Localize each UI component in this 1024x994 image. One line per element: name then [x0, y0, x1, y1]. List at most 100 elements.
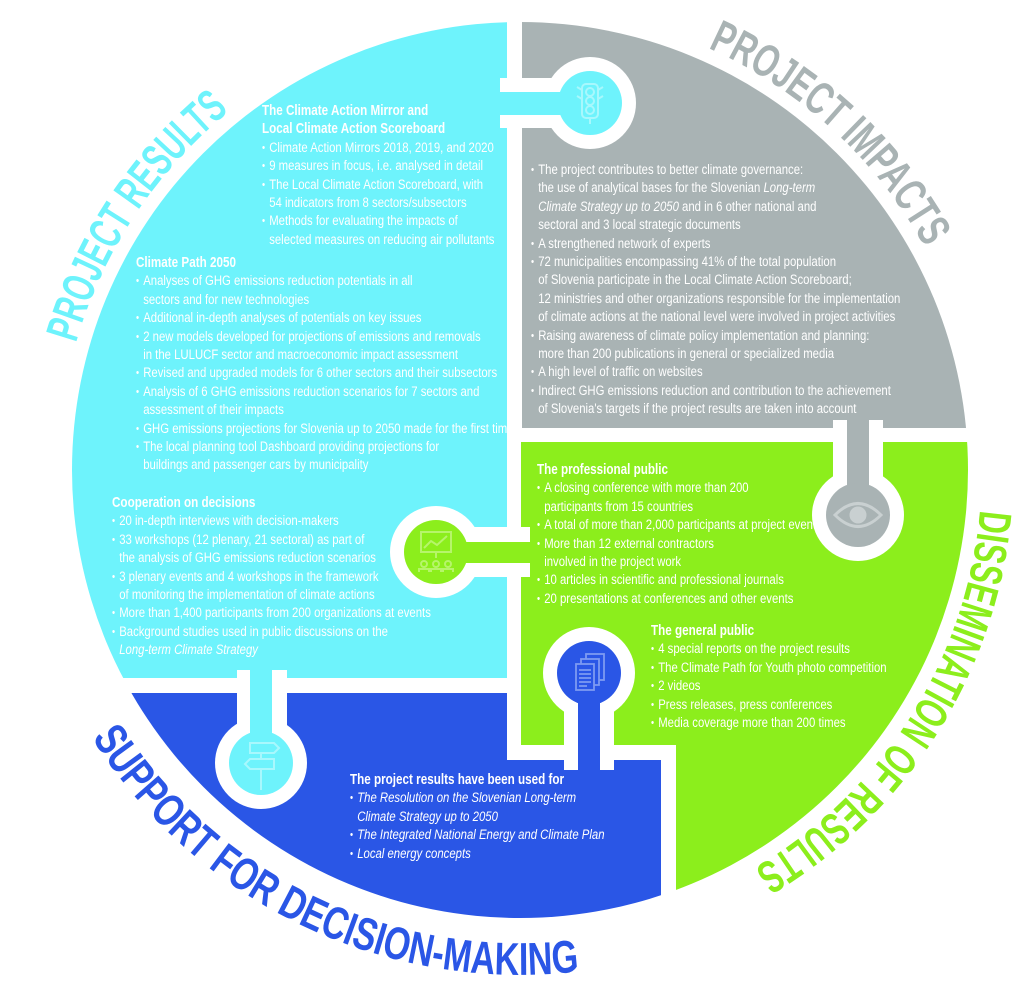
- block-heading: Climate Path 2050: [136, 255, 236, 271]
- bullet-line: 2 new models developed for projections o…: [143, 328, 481, 345]
- bullet-line: 20 in-depth interviews with decision-mak…: [119, 513, 339, 530]
- bullet-item: GHG emissions projections for Slovenia u…: [136, 420, 514, 439]
- bullet-line: A closing conference with more than 200: [544, 480, 749, 497]
- text-segment: Climate Strategy up to 2050: [538, 198, 679, 215]
- professional-public-block: The professional publicA closing confere…: [537, 461, 822, 609]
- bullet-item: 4 special reports on the project results: [651, 640, 887, 659]
- bullet-item: 20 in-depth interviews with decision-mak…: [112, 512, 431, 531]
- bullet-line: of climate actions at the national level…: [538, 309, 896, 326]
- bullet-line: 4 special reports on the project results: [658, 641, 850, 658]
- bullet-item: 2 new models developed for projections o…: [136, 328, 514, 365]
- bullet-line: 54 indicators from 8 sectors/subsectors: [269, 195, 467, 212]
- bullet-item: More than 1,400 participants from 200 or…: [112, 604, 431, 623]
- bullet-line: A total of more than 2,000 participants …: [544, 517, 822, 534]
- text-segment: Climate Strategy up to 2050: [357, 808, 498, 825]
- traffic-light-icon: [576, 83, 604, 124]
- bullet-line: Media coverage more than 200 times: [658, 715, 846, 732]
- bullet-line: The Integrated National Energy and Clima…: [357, 826, 604, 844]
- bullet-line: A high level of traffic on websites: [538, 364, 703, 381]
- bullet-line: 9 measures in focus, i.e. analysed in de…: [269, 158, 484, 175]
- bullet-item: Background studies used in public discus…: [112, 623, 431, 660]
- bullet-line: participants from 15 countries: [544, 498, 694, 515]
- bullet-line: the use of analytical bases for the Slov…: [538, 179, 900, 197]
- bullet-line: Long-term Climate Strategy: [119, 641, 431, 659]
- bullet-line: GHG emissions projections for Slovenia u…: [143, 420, 514, 437]
- bullet-item: Press releases, press conferences: [651, 696, 887, 715]
- bullet-line: The local planning tool Dashboard provid…: [143, 439, 440, 456]
- bullet-line: selected measures on reducing air pollut…: [269, 231, 495, 248]
- bullet-item: The local planning tool Dashboard provid…: [136, 438, 514, 475]
- bullet-line: 72 municipalities encompassing 41% of th…: [538, 254, 837, 271]
- bullet-line: 10 articles in scientific and profession…: [544, 572, 784, 589]
- bullet-item: The Integrated National Energy and Clima…: [350, 826, 605, 845]
- bullet-line: Raising awareness of climate policy impl…: [538, 327, 870, 344]
- bullet-item: 10 articles in scientific and profession…: [537, 571, 822, 590]
- bullet-line: Press releases, press conferences: [658, 696, 833, 713]
- bullet-item: A closing conference with more than 200p…: [537, 479, 822, 516]
- bullet-item: A total of more than 2,000 participants …: [537, 516, 822, 535]
- bullet-item: The Resolution on the Slovenian Long-ter…: [350, 789, 605, 826]
- documents-nub: [543, 627, 635, 770]
- bullet-item: Analysis of 6 GHG emissions reduction sc…: [136, 383, 514, 420]
- bullet-line: Climate Strategy up to 2050: [357, 808, 604, 826]
- bullet-line: 33 workshops (12 plenary, 21 sectoral) a…: [119, 531, 365, 548]
- bullet-item: 9 measures in focus, i.e. analysed in de…: [262, 157, 494, 176]
- bullet-line: of monitoring the implementation of clim…: [119, 587, 375, 604]
- bullet-item: Local energy concepts: [350, 845, 605, 864]
- bullet-line: Local energy concepts: [357, 845, 604, 863]
- block-heading: Cooperation on decisions: [112, 495, 256, 511]
- bullet-item: 20 presentations at conferences and othe…: [537, 590, 822, 609]
- climate-path-2050-block: Climate Path 2050Analyses of GHG emissio…: [136, 254, 514, 475]
- cooperation-block: Cooperation on decisions 20 in-depth inte…: [112, 494, 431, 660]
- documents-icon: [575, 653, 605, 691]
- block-heading: The professional public: [537, 462, 669, 478]
- eye-icon: [832, 502, 884, 528]
- bullet-item: The Climate Path for Youth photo competi…: [651, 659, 887, 678]
- signpost-nub: [215, 670, 307, 809]
- bullet-line: 3 plenary events and 4 workshops in the …: [119, 568, 379, 585]
- bullet-line: the analysis of GHG emissions reduction …: [119, 550, 376, 567]
- bullet-line: The Resolution on the Slovenian Long-ter…: [357, 789, 604, 807]
- bullet-item: Media coverage more than 200 times: [651, 714, 887, 733]
- bullet-item: Additional in-depth analyses of potentia…: [136, 309, 514, 328]
- text-segment: The Integrated National Energy and Clima…: [357, 827, 605, 844]
- signpost-icon: [243, 742, 281, 790]
- bullet-item: The Local Climate Action Scoreboard, wit…: [262, 176, 494, 213]
- bullet-line: Background studies used in public discus…: [119, 623, 388, 640]
- bullet-line: sectoral and 3 local strategic documents: [538, 217, 741, 234]
- bullet-line: buildings and passenger cars by municipa…: [143, 457, 369, 474]
- bullet-line: Climate Strategy up to 2050 and in 6 oth…: [538, 198, 900, 216]
- bullet-line: The Climate Path for Youth photo competi…: [658, 659, 887, 676]
- bullet-item: A high level of traffic on websites: [531, 363, 900, 382]
- bullet-line: Climate Action Mirrors 2018, 2019, and 2…: [269, 139, 494, 156]
- text-segment: Long-term: [763, 180, 816, 197]
- bullet-line: involved in the project work: [544, 554, 682, 571]
- bullet-line: The project contributes to better climat…: [538, 162, 804, 178]
- bullet-line: Methods for evaluating the impacts of: [269, 213, 458, 230]
- bullet-line: More than 1,400 participants from 200 or…: [119, 605, 431, 622]
- project-impacts-block: The project contributes to better climat…: [531, 161, 900, 419]
- bullet-item: Climate Action Mirrors 2018, 2019, and 2…: [262, 139, 494, 158]
- text-segment: the use of analytical bases for the Slov…: [538, 180, 764, 197]
- bullet-line: sectors and for new technologies: [143, 291, 310, 308]
- bullet-item: Methods for evaluating the impacts ofsel…: [262, 212, 494, 249]
- text-segment: The Resolution on the Slovenian Long-ter…: [357, 790, 577, 807]
- bullet-line: in the LULUCF sector and macroeconomic i…: [143, 347, 458, 364]
- text-segment: and in 6 other national and: [678, 198, 817, 215]
- bullet-line: Analysis of 6 GHG emissions reduction sc…: [143, 383, 480, 400]
- block-heading: Local Climate Action Scoreboard: [262, 121, 446, 138]
- bullet-line: 12 ministries and other organizations re…: [538, 290, 901, 307]
- bullet-item: Analyses of GHG emissions reduction pote…: [136, 272, 514, 309]
- support-block: The project results have been used forTh…: [350, 771, 605, 863]
- block-heading: The project results have been used for: [350, 772, 565, 788]
- text-segment: Long-term Climate Strategy: [119, 642, 258, 659]
- bullet-line: Analyses of GHG emissions reduction pote…: [143, 273, 413, 290]
- bullet-line: Indirect GHG emissions reduction and con…: [538, 382, 891, 399]
- block-heading: The Climate Action Mirror and: [262, 103, 429, 119]
- eye-nub: [812, 420, 904, 561]
- bullet-line: The Local Climate Action Scoreboard, wit…: [269, 176, 484, 193]
- bullet-line: More than 12 external contractors: [544, 535, 714, 552]
- bullet-line: 2 videos: [658, 678, 701, 695]
- bullet-item: More than 12 external contractors involve…: [537, 535, 822, 572]
- bullet-line: of Slovenia participate in the Local Cli…: [538, 272, 852, 289]
